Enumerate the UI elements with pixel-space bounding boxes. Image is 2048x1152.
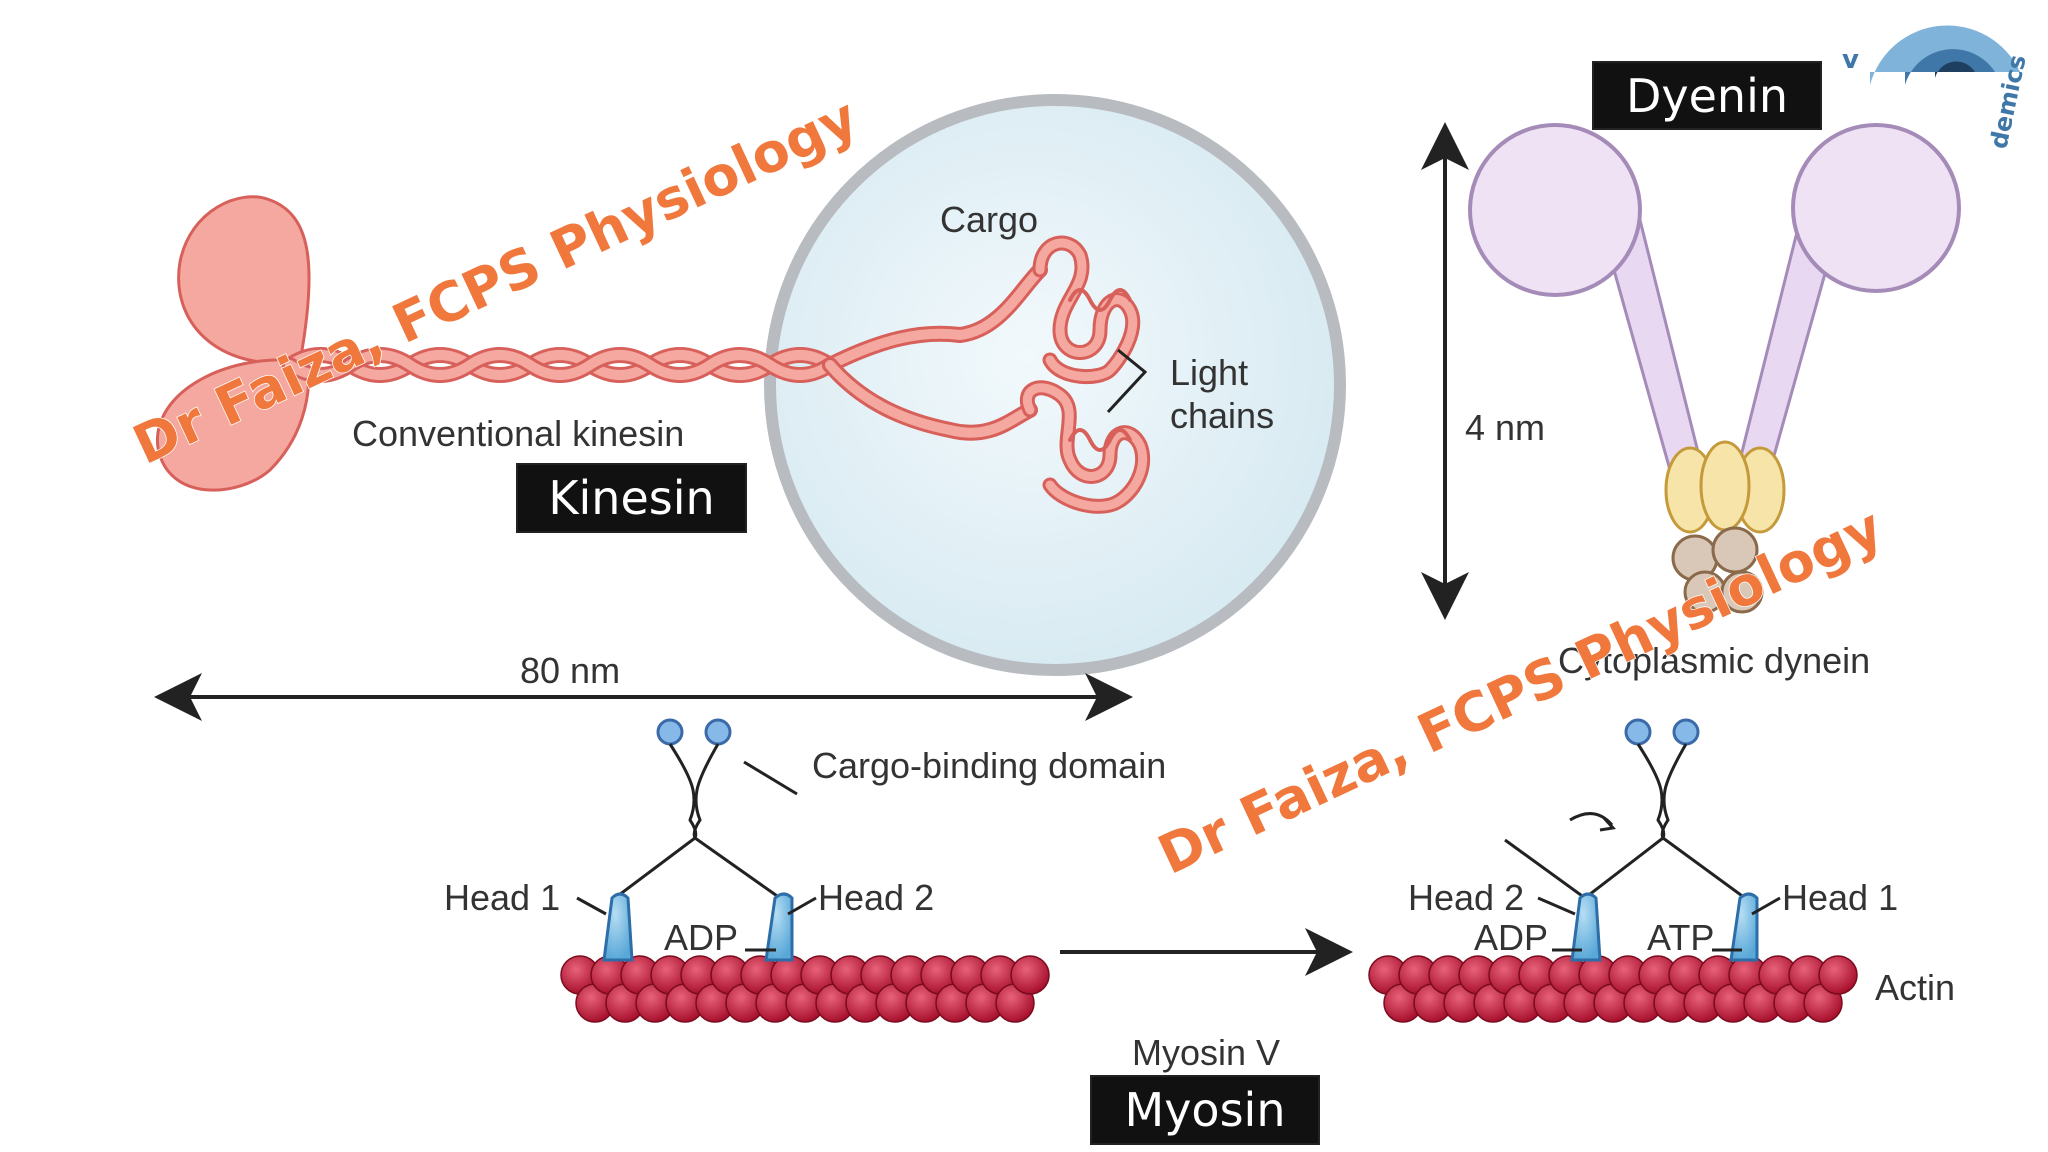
kinesin-stalk-strand-b-fill [285, 350, 835, 380]
kinesin-head-upper [177, 195, 311, 365]
kinesin-branch-lower-fill [825, 360, 1035, 438]
head1-left-label: Head 1 [444, 877, 560, 918]
head1-right-label: Head 1 [1782, 877, 1898, 918]
cargo-label: Cargo [940, 199, 1038, 240]
kinesin-figure: Cargo Light chains Conventional kinesin … [154, 94, 1346, 721]
dynein-head-left [1468, 123, 1642, 297]
head2-left-label: Head 2 [818, 877, 934, 918]
light-chains-label-1: Light [1170, 352, 1248, 393]
logo-letter: v [1842, 45, 1859, 75]
kinesin-tag-text: Kinesin [548, 471, 715, 525]
actin-monomer [1818, 955, 1858, 995]
dynein-figure: 4 nm Cytoplasmic dynein [1421, 122, 1961, 681]
dynein-light-chains [1671, 526, 1764, 614]
length-80nm-label: 80 nm [520, 650, 620, 691]
length-4nm-label: 4 nm [1465, 407, 1545, 448]
kinesin-stalk-strand-a-fill [285, 350, 835, 380]
cytoplasmic-dynein-label: Cytoplasmic dynein [1558, 640, 1870, 681]
actin-label: Actin [1875, 967, 1955, 1008]
myosin-left-head-1 [602, 892, 634, 962]
light-chains-bracket [1106, 348, 1148, 414]
myosin-tag-text: Myosin [1124, 1083, 1286, 1137]
myosin-right-head-2 [1570, 892, 1602, 962]
conventional-kinesin-label: Conventional kinesin [352, 413, 684, 454]
adp-left-label: ADP [664, 917, 738, 958]
myosin-pointer-lines [576, 760, 1781, 952]
cargo-binding-domain-label: Cargo-binding domain [812, 745, 1166, 786]
dynein-intermediate-chains [1664, 440, 1786, 534]
kinesin-branch-upper-fill [825, 265, 1045, 370]
kinesin-tag: Kinesin [516, 463, 747, 533]
dynein-tag: Dyenin [1592, 61, 1822, 130]
myosin-left [614, 718, 781, 900]
myosin-left-head-2 [764, 892, 794, 962]
actin-monomer [1010, 955, 1050, 995]
actin-filament-left [560, 955, 1050, 1023]
dynein-tag-text: Dyenin [1625, 68, 1789, 123]
light-chains-label-2: chains [1170, 395, 1274, 436]
myosin-right [1504, 718, 1746, 900]
atp-right-label: ATP [1647, 917, 1714, 958]
actin-filament-right [1368, 955, 1858, 1023]
myosin-tag: Myosin [1090, 1075, 1320, 1145]
dynein-head-right [1791, 123, 1961, 293]
myosin-figure: Cargo-binding domain Head 1 Head 2 ADP H… [444, 718, 1955, 1073]
adp-right-label: ADP [1474, 917, 1548, 958]
kinesin-head-lower [156, 358, 311, 492]
myosin-v-label: Myosin V [1132, 1032, 1280, 1073]
light-chain-upper [1032, 235, 1141, 385]
myosin-right-head-1 [1729, 892, 1759, 962]
light-chain-lower [1019, 380, 1151, 514]
head2-right-label: Head 2 [1408, 877, 1524, 918]
